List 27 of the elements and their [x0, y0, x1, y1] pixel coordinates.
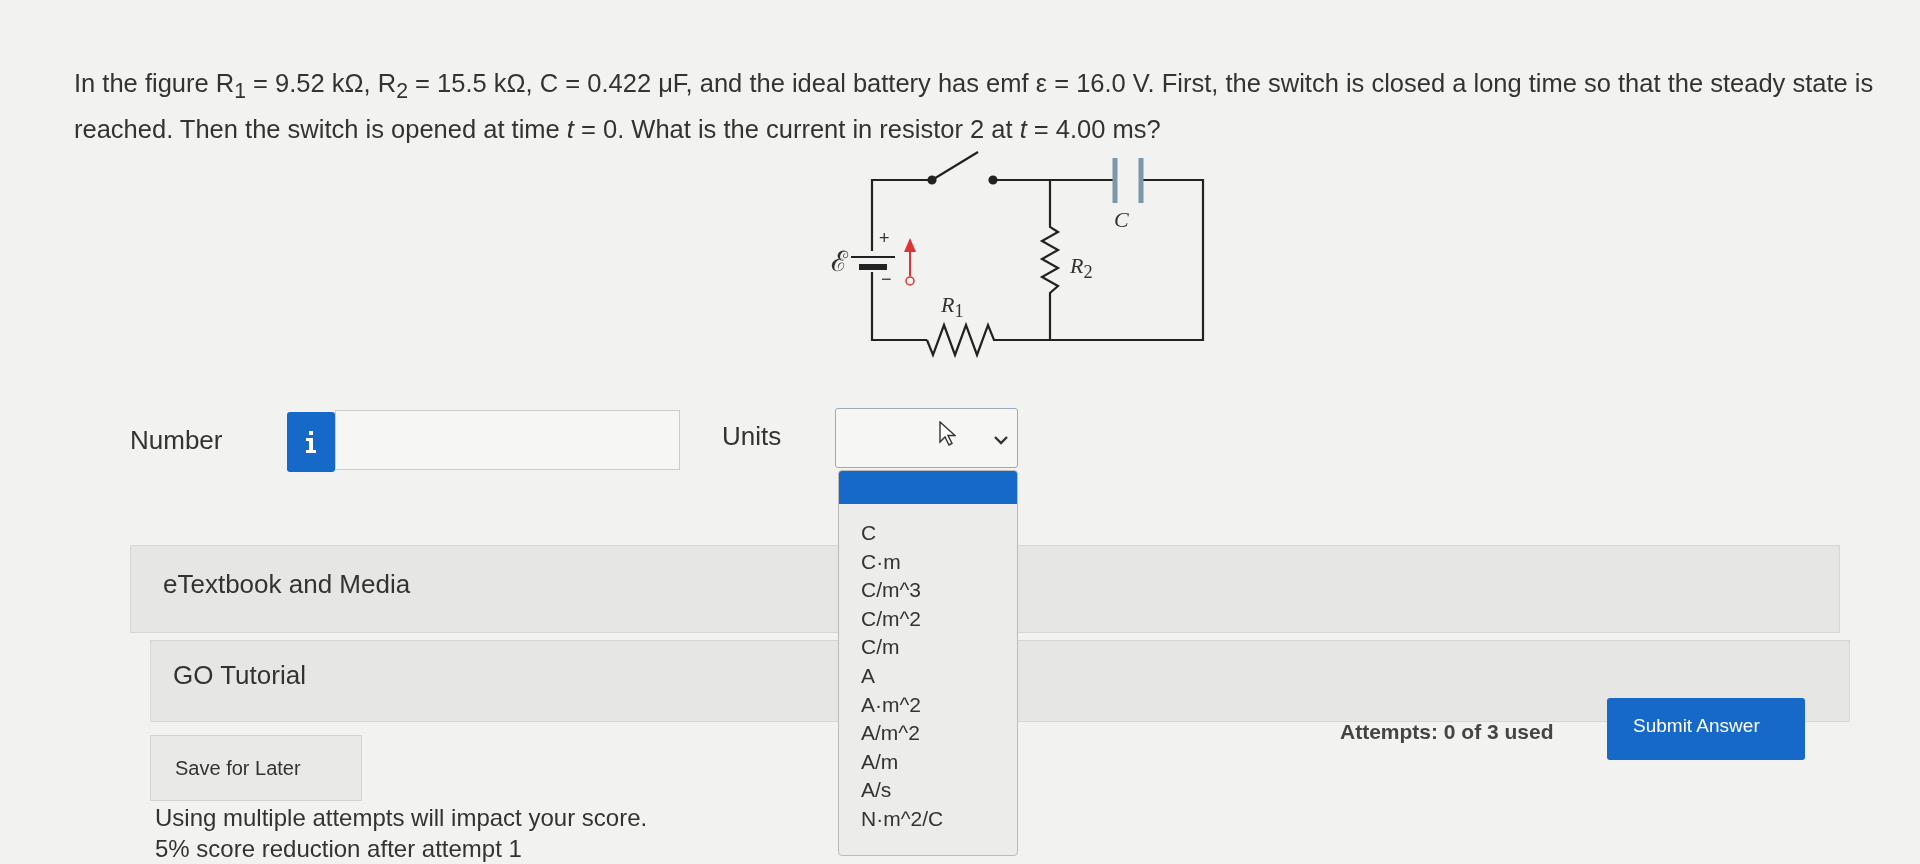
dropdown-option: A/s	[861, 778, 892, 802]
dropdown-option: C/m^3	[861, 578, 922, 602]
note-text: 5% score reduction after attempt 1	[155, 836, 522, 863]
dropdown-option: C/m	[861, 635, 900, 659]
panel-heading: eTextbook and Media	[163, 570, 411, 599]
field-label: Units	[722, 422, 782, 451]
save-button: Save for Later	[150, 735, 362, 801]
dropdown-option: A	[861, 664, 875, 688]
question-text: In the figure R$_{1}$ = 9.52 kΩ, R$_{2}$ = 15.5 kΩ, C = 0.422 μF, and the ideal battery has emf ε = 16.0 V. First, the switch is closed a long time so that the steady state is reached. Then the switch is opened at time t = 0. What is the current in resistor 2 at t = 4.00 ms?	[74, 68, 1874, 146]
dropdown-option: A/m^2	[861, 721, 920, 745]
dropdown-option: N·m^2/C	[861, 807, 944, 831]
dropdown-option: C·m	[861, 549, 901, 573]
submit-button: Submit Answer	[1607, 698, 1805, 760]
field-label: Number	[130, 426, 223, 455]
note-text: Using multiple attempts will impact your score.	[155, 805, 648, 832]
panel-heading: GO Tutorial	[173, 661, 306, 690]
attempts-text: Attempts: 0 of 3 used	[1340, 720, 1554, 744]
dropdown-option: A/m	[861, 749, 899, 773]
component-label: C	[1114, 208, 1129, 233]
dropdown-option: C	[861, 521, 877, 545]
dropdown-option: C/m^2	[861, 606, 922, 630]
component-label: ℰ	[831, 247, 848, 278]
polarity-sign: +	[879, 229, 890, 249]
dropdown-option: A·m^2	[861, 692, 922, 716]
component-label: R$_{2}$	[1070, 254, 1093, 283]
polarity-sign: −	[881, 270, 892, 290]
component-label: R$_{1}$	[941, 293, 964, 322]
